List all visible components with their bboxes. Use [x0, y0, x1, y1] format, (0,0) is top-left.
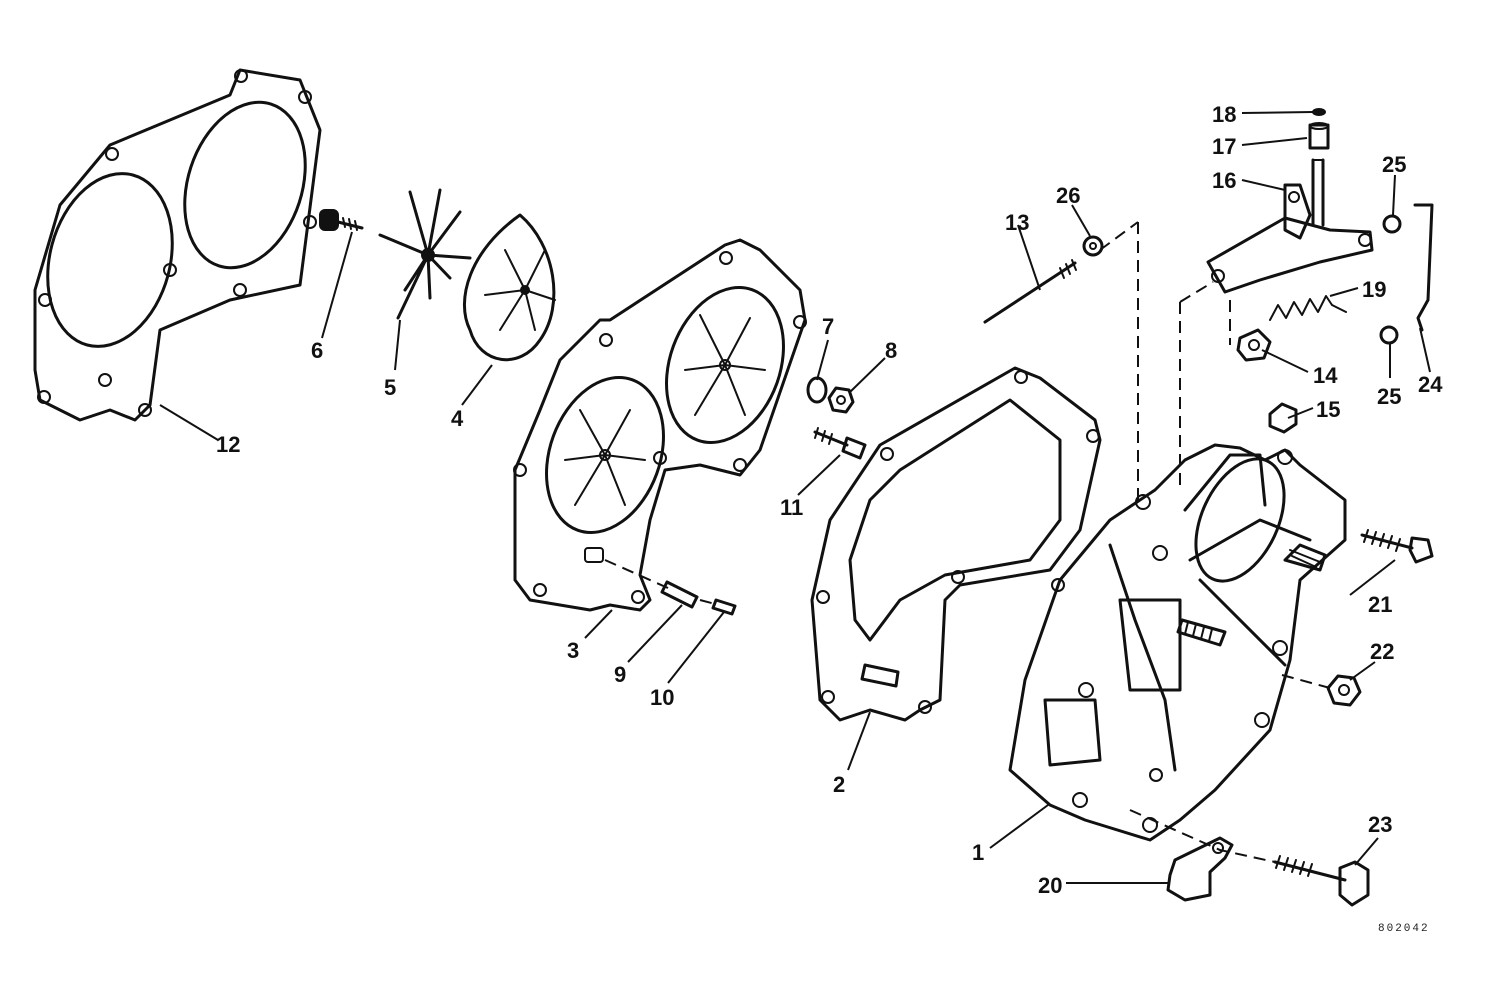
part-14-nut	[1236, 328, 1272, 362]
callout-23: 23	[1368, 812, 1392, 837]
callout-4: 4	[451, 406, 464, 431]
callout-labels: 1 2 3 4 5 6 7 8 9 10 11 12 13 14 15 16 1…	[216, 102, 1443, 898]
callout-10: 10	[650, 685, 674, 710]
callout-24: 24	[1418, 372, 1443, 397]
part-8-nut	[827, 386, 855, 414]
callout-15: 15	[1316, 397, 1340, 422]
callout-7: 7	[822, 314, 834, 339]
part-13-stud	[983, 259, 1077, 324]
callout-6: 6	[311, 338, 323, 363]
part-3-valve-plate	[513, 238, 807, 612]
callout-9: 9	[614, 662, 626, 687]
part-26-nut	[1082, 235, 1104, 257]
part-17-sleeve	[1308, 122, 1330, 150]
callout-19: 19	[1362, 277, 1386, 302]
part-9-pin	[660, 580, 699, 609]
part-19-spring	[1269, 295, 1347, 321]
callout-20: 20	[1038, 873, 1062, 898]
callout-2: 2	[833, 772, 845, 797]
part-25-nut-lower	[1379, 325, 1399, 345]
part-5-star-valve	[378, 188, 472, 320]
callout-11: 11	[780, 495, 803, 520]
part-6-screw	[319, 209, 364, 231]
callout-16: 16	[1212, 168, 1236, 193]
part-4-valve-disc	[462, 213, 556, 362]
part-23-bolt	[1273, 855, 1370, 907]
callout-17: 17	[1212, 134, 1236, 159]
part-7-washer	[806, 376, 828, 404]
callout-26: 26	[1056, 183, 1080, 208]
part-15-nut	[1268, 402, 1298, 434]
callout-1: 1	[972, 840, 984, 865]
part-21-screw	[1360, 529, 1434, 564]
part-18-clip	[1312, 108, 1326, 116]
part-25-nut-upper	[1382, 214, 1402, 234]
part-22-nut	[1326, 674, 1362, 707]
part-20-bracket	[1166, 836, 1234, 902]
callout-18: 18	[1212, 102, 1236, 127]
assembly-lines	[604, 221, 1331, 863]
callout-5: 5	[384, 375, 396, 400]
callout-25-lower: 25	[1377, 384, 1401, 409]
part-2-gasket	[810, 366, 1102, 722]
part-10-screw	[711, 598, 737, 616]
part-11-screw	[813, 427, 867, 460]
part-24-rod	[1413, 203, 1434, 332]
callout-25-upper: 25	[1382, 152, 1406, 177]
callout-22: 22	[1370, 639, 1394, 664]
callout-3: 3	[567, 638, 579, 663]
callout-8: 8	[885, 338, 897, 363]
part-12-gasket	[33, 68, 322, 422]
callout-21: 21	[1368, 592, 1392, 617]
part-16-lever-bracket	[1206, 158, 1374, 294]
part-1-pump-body	[1008, 443, 1347, 842]
callout-12: 12	[216, 432, 240, 457]
leader-lines	[159, 111, 1431, 884]
callout-13: 13	[1005, 210, 1029, 235]
callout-14: 14	[1313, 363, 1338, 388]
drawing-code: 802042	[1378, 923, 1430, 935]
